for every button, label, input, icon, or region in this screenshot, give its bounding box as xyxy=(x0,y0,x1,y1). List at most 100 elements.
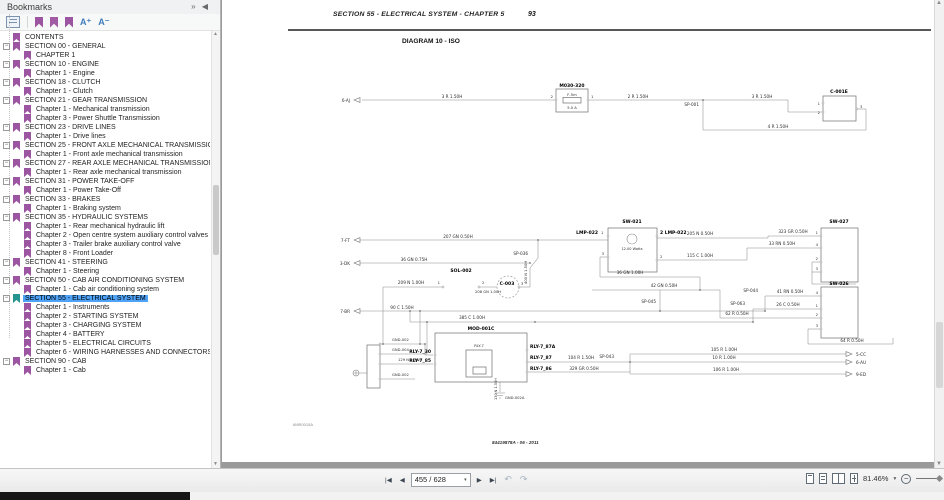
scroll-down-icon[interactable]: ▼ xyxy=(213,461,218,467)
bookmark-item[interactable]: Chapter 1 - Instruments xyxy=(0,303,210,312)
bookmark-item[interactable]: Chapter 2 - Open centre system auxiliary… xyxy=(0,231,210,240)
bookmark-item[interactable]: −SECTION 90 - CAB xyxy=(0,357,210,366)
zoom-slider[interactable] xyxy=(916,474,944,482)
last-page-button[interactable]: ▶| xyxy=(489,476,497,484)
delete-bookmark-icon[interactable] xyxy=(65,16,73,28)
bookmark-item[interactable]: CONTENTS xyxy=(0,33,210,42)
collapse-expander-icon[interactable]: − xyxy=(3,79,10,86)
bookmark-item[interactable]: −SECTION 35 - HYDRAULIC SYSTEMS xyxy=(0,213,210,222)
svg-text:4: 4 xyxy=(816,291,819,295)
bookmark-item[interactable]: −SECTION 00 - GENERAL xyxy=(0,42,210,51)
bookmark-item[interactable]: Chapter 1 - Rear axle mechanical transmi… xyxy=(0,168,210,177)
bookmark-item[interactable]: Chapter 1 - Mechanical transmission xyxy=(0,105,210,114)
document-scrollbar[interactable]: ▲ ▼ xyxy=(934,0,944,468)
svg-text:329 GR 0.50H: 329 GR 0.50H xyxy=(569,366,598,371)
continuous-scroll-view-icon[interactable] xyxy=(819,473,827,484)
text-smaller-button[interactable]: A⁻ xyxy=(98,16,110,27)
page-number-input[interactable]: 455 / 628 ▾ xyxy=(410,472,471,487)
collapse-expander-icon[interactable]: − xyxy=(3,124,10,131)
scroll-up-icon[interactable]: ▲ xyxy=(213,31,218,37)
bookmark-item[interactable]: Chapter 1 - Clutch xyxy=(0,87,210,96)
bookmark-item[interactable]: Chapter 1 - Power Take-Off xyxy=(0,186,210,195)
panel-options-icon[interactable]: » xyxy=(191,2,198,11)
page-navigation: |◀ ◀ 455 / 628 ▾ ▶ ▶| ↶ ↷ xyxy=(383,472,529,487)
bookmark-item[interactable]: − SECTION 50 - CAB AIR CONDITIONING SYSTE… xyxy=(0,276,210,285)
next-view-icon[interactable]: ↷ xyxy=(519,474,528,484)
bookmark-item[interactable]: −SECTION 55 - ELECTRICAL SYSTEM xyxy=(0,294,210,303)
panel-collapse-icon[interactable]: ◀ xyxy=(201,2,210,11)
collapse-expander-icon[interactable]: − xyxy=(3,214,10,221)
previous-page-button[interactable]: ◀ xyxy=(399,476,405,484)
svg-text:F-5m: F-5m xyxy=(567,93,577,97)
bookmark-item[interactable]: Chapter 2 - STARTING SYSTEM xyxy=(0,312,210,321)
document-scrollbar-thumb[interactable] xyxy=(936,322,943,388)
chevron-down-icon[interactable]: ▾ xyxy=(464,476,467,483)
svg-text:3 R 1.50H: 3 R 1.50H xyxy=(752,94,773,99)
collapse-expander-icon[interactable]: − xyxy=(3,43,10,50)
bookmark-item[interactable]: Chapter 1 - Engine xyxy=(0,69,210,78)
collapse-expander-icon[interactable]: − xyxy=(3,160,10,167)
collapse-expander-icon[interactable]: − xyxy=(3,295,10,302)
bookmark-item[interactable]: Chapter 1 - Drive lines xyxy=(0,132,210,141)
zoom-out-icon[interactable]: − xyxy=(901,473,912,484)
svg-text:2 LMP-022: 2 LMP-022 xyxy=(660,230,687,236)
bookmark-label: Chapter 1 - Braking system xyxy=(36,205,121,212)
highlight-bookmark-icon[interactable] xyxy=(50,16,58,28)
bookmark-item[interactable]: −SECTION 18 - CLUTCH xyxy=(0,78,210,87)
bookmark-item[interactable]: −SECTION 23 - DRIVE LINES xyxy=(0,123,210,132)
svg-text:209 N 1.00H: 209 N 1.00H xyxy=(398,280,424,285)
collapse-expander-icon[interactable]: − xyxy=(3,142,10,149)
bookmark-item[interactable]: −SECTION 31 - POWER TAKE-OFF xyxy=(0,177,210,186)
bookmark-item[interactable]: Chapter 3 - CHARGING SYSTEM xyxy=(0,321,210,330)
bookmark-item[interactable]: Chapter 1 - Rear mechanical hydraulic li… xyxy=(0,222,210,231)
bookmark-item[interactable]: CHAPTER 1 xyxy=(0,51,210,60)
bookmark-item[interactable]: Chapter 3 - Power Shuttle Transmission xyxy=(0,114,210,123)
scroll-down-icon[interactable]: ▼ xyxy=(936,461,942,467)
collapse-expander-icon[interactable]: − xyxy=(3,61,10,68)
bookmark-item[interactable]: −SECTION 41 - STEERING xyxy=(0,258,210,267)
document-page: SECTION 55 - ELECTRICAL SYSTEM - CHAPTER… xyxy=(222,0,935,462)
collapse-expander-icon[interactable]: − xyxy=(3,358,10,365)
new-bookmark-icon[interactable] xyxy=(35,16,43,28)
collapse-expander-icon[interactable]: − xyxy=(3,259,10,266)
bookmark-item[interactable]: Chapter 1 - Front axle mechanical transm… xyxy=(0,150,210,159)
bookmark-item[interactable]: −SECTION 27 - REAR AXLE MECHANICAL TRANS… xyxy=(0,159,210,168)
svg-text:3: 3 xyxy=(816,324,819,328)
two-page-view-icon[interactable] xyxy=(832,473,845,484)
bookmark-icon xyxy=(24,366,31,375)
fit-page-icon[interactable] xyxy=(850,473,858,484)
bookmark-item[interactable]: − SECTION 10 - ENGINE xyxy=(0,60,210,69)
svg-text:207 GN 0.50H: 207 GN 0.50H xyxy=(443,234,473,239)
bookmark-item[interactable]: −SECTION 21 - GEAR TRANSMISSION xyxy=(0,96,210,105)
bookmark-icon xyxy=(24,330,31,339)
bookmark-item[interactable]: −SECTION 33 - BRAKES xyxy=(0,195,210,204)
bookmark-item[interactable]: Chapter 4 - BATTERY xyxy=(0,330,210,339)
bookmark-item[interactable]: Chapter 8 - Front Loader xyxy=(0,249,210,258)
svg-text:104 R 1.50H: 104 R 1.50H xyxy=(568,355,594,360)
text-larger-button[interactable]: A⁺ xyxy=(80,16,92,27)
zoom-slider-knob[interactable] xyxy=(936,474,944,482)
first-page-button[interactable]: |◀ xyxy=(385,476,392,484)
previous-view-icon[interactable]: ↶ xyxy=(504,474,512,484)
bookmarks-scrollbar-thumb[interactable] xyxy=(213,185,219,255)
zoom-level-value[interactable]: 81.46% xyxy=(863,474,889,483)
bookmark-item[interactable]: Chapter 3 - Trailer brake auxiliary cont… xyxy=(0,240,210,249)
bookmark-item[interactable]: Chapter 1 - Steering xyxy=(0,267,210,276)
bookmarks-scrollbar[interactable]: ▲ ▼ xyxy=(211,31,220,468)
scroll-up-icon[interactable]: ▲ xyxy=(936,0,942,6)
collapse-expander-icon[interactable]: − xyxy=(3,178,10,185)
collapse-expander-icon[interactable]: − xyxy=(3,196,10,203)
collapse-expander-icon[interactable]: − xyxy=(3,277,10,284)
bookmark-item[interactable]: −SECTION 25 - FRONT AXLE MECHANICAL TRAN… xyxy=(0,141,210,150)
bookmark-item[interactable]: Chapter 1 - Cab xyxy=(0,366,210,375)
bookmark-item[interactable]: Chapter 1 - Braking system xyxy=(0,204,210,213)
bookmark-item[interactable]: Chapter 1 - Cab air conditioning system xyxy=(0,285,210,294)
bookmark-item[interactable]: Chapter 6 - WIRING HARNESSES AND CONNECT… xyxy=(0,348,210,357)
zoom-menu-chevron-icon[interactable]: ▾ xyxy=(893,475,897,482)
next-page-button[interactable]: ▶ xyxy=(476,476,482,484)
collapse-expander-icon[interactable]: − xyxy=(3,97,10,104)
single-page-view-icon[interactable] xyxy=(806,473,814,484)
bookmark-label: SECTION 50 - CAB AIR CONDITIONING SYSTEM xyxy=(25,277,185,284)
bookmark-item[interactable]: Chapter 5 - ELECTRICAL CIRCUITS xyxy=(0,339,210,348)
bookmark-label: SECTION 10 - ENGINE xyxy=(25,61,99,68)
